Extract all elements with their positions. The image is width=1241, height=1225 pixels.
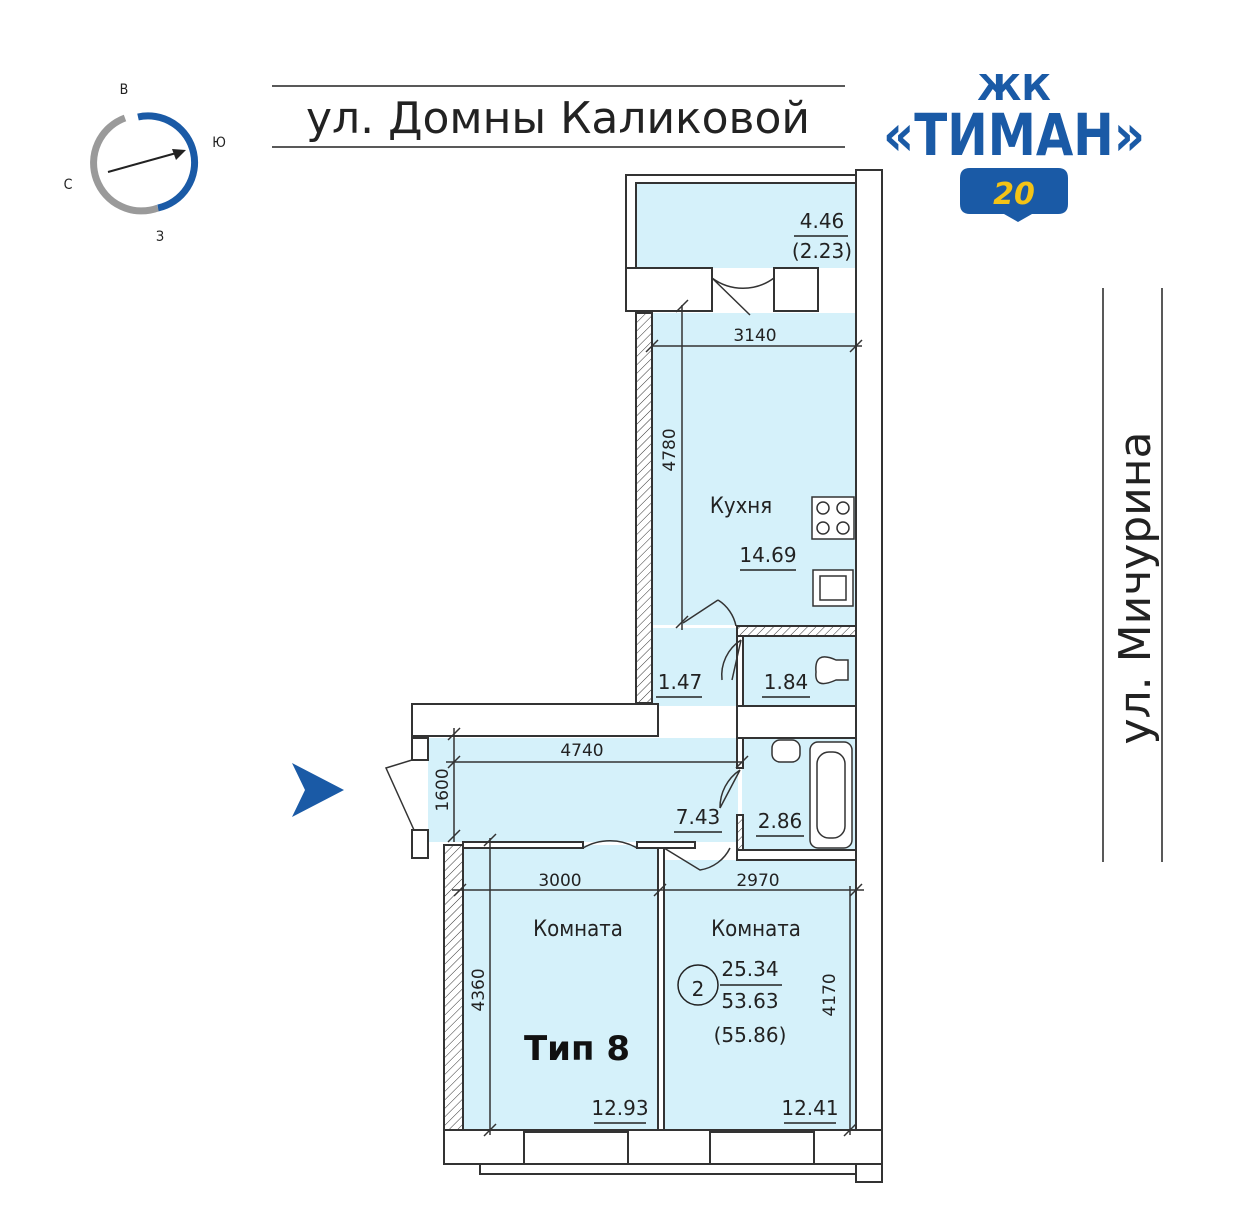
wall-bath-left-top <box>736 737 744 769</box>
apartment-summary: 2 25.34 53.63 (55.86) Тип 8 <box>524 957 786 1069</box>
dim-room-left-width: 3000 <box>538 871 581 891</box>
dim-kitchen-depth: 4780 <box>660 428 680 471</box>
fixtures <box>771 496 855 849</box>
door-room-left <box>582 840 638 849</box>
door-wc <box>720 639 742 681</box>
compass-east: В <box>120 82 129 98</box>
room-right-label: Комната <box>711 917 801 942</box>
room-left-fill <box>463 845 659 1130</box>
wall-room-left-top <box>462 841 584 849</box>
entrance-arrow-icon <box>292 763 344 817</box>
wall-kitchen-wc <box>736 625 857 637</box>
brand-logo: ЖК «ТИМАН» 20 <box>883 68 1145 222</box>
compass-south: Ю <box>212 135 226 151</box>
dim-kitchen-width: 3140 <box>733 326 776 346</box>
compass-arrow-icon <box>172 149 186 160</box>
compass-needle <box>107 151 181 173</box>
room-left-label: Комната <box>533 917 623 942</box>
toilet-icon <box>815 656 849 685</box>
balcony-fill <box>636 182 856 268</box>
wall-entry-bottom <box>411 829 429 859</box>
kitchen-label: Кухня <box>710 494 772 519</box>
door-kitchen <box>682 599 737 627</box>
wall-balcony-right-block <box>773 267 819 312</box>
kitchen-area: 14.69 <box>739 543 796 567</box>
wall-right <box>855 169 883 1183</box>
dim-room-right-depth: 4170 <box>820 973 840 1016</box>
compass-north: С <box>64 177 73 193</box>
wall-room-divider-top <box>636 841 696 849</box>
door-room-right <box>663 847 731 871</box>
bath-area: 2.86 <box>758 809 803 833</box>
rooms-count: 2 <box>692 977 705 1001</box>
room-right-area: 12.41 <box>781 1096 838 1120</box>
type-label: Тип 8 <box>524 1029 630 1069</box>
room-left-area: 12.93 <box>591 1096 648 1120</box>
dim-corridor-width: 4740 <box>560 741 603 761</box>
walls <box>411 169 883 1183</box>
wall-bath-bottom <box>736 849 857 861</box>
washbasin-icon <box>771 739 801 763</box>
compass: В Ю С З <box>64 82 226 245</box>
wall-wc-bottom <box>736 705 857 739</box>
wc-area: 1.84 <box>764 670 809 694</box>
dim-room-left-depth: 4360 <box>469 968 489 1011</box>
wall-bottom <box>443 1129 883 1165</box>
room-right-fill <box>664 860 856 1130</box>
living-area: 25.34 <box>721 957 778 981</box>
brand-badge <box>960 168 1068 222</box>
street-right: ул. Мичурина <box>1102 288 1163 862</box>
wall-entry-top <box>411 737 429 761</box>
small-hall-fill <box>652 628 737 706</box>
sill <box>479 1163 857 1175</box>
dimension-labels: 3140 4780 4740 1600 3000 2970 4360 4170 <box>433 326 840 1017</box>
doors <box>384 277 775 871</box>
street-top-label: ул. Домны Каликовой <box>306 93 810 144</box>
rooms-count-badge <box>677 964 719 1006</box>
street-right-label: ул. Мичурина <box>1110 432 1161 745</box>
wall-kitchen-left <box>635 312 653 704</box>
window-right <box>709 1131 815 1165</box>
balcony-area: 4.46 <box>800 209 845 233</box>
door-entrance <box>384 759 415 831</box>
room-labels: 4.46 (2.23) Кухня 14.69 1.47 1.84 7.43 2… <box>533 209 852 1124</box>
brand-line1: ЖК <box>977 68 1051 109</box>
small-hall-area: 1.47 <box>658 670 703 694</box>
door-balcony <box>711 277 775 316</box>
total-area-with-balcony: (55.86) <box>714 1023 787 1047</box>
wall-corridor-top <box>411 703 659 737</box>
window-left <box>523 1131 629 1165</box>
brand-line2: «ТИМАН» <box>883 101 1145 169</box>
dim-corridor-depth: 1600 <box>433 768 453 811</box>
dimension-lines <box>446 299 864 1137</box>
brand-number: 20 <box>993 177 1035 212</box>
street-top: ул. Домны Каликовой <box>272 85 845 148</box>
wall-room-left-outer <box>443 844 464 1131</box>
dim-room-right-width: 2970 <box>736 871 779 891</box>
corridor-area: 7.43 <box>676 805 721 829</box>
compass-west: З <box>156 229 164 245</box>
total-area: 53.63 <box>721 989 778 1013</box>
balcony-area-reduced: (2.23) <box>792 239 852 263</box>
room-fills <box>428 182 856 1130</box>
wall-balcony-left-block <box>625 267 713 312</box>
corridor-fill <box>428 738 738 842</box>
door-bath <box>719 769 741 809</box>
